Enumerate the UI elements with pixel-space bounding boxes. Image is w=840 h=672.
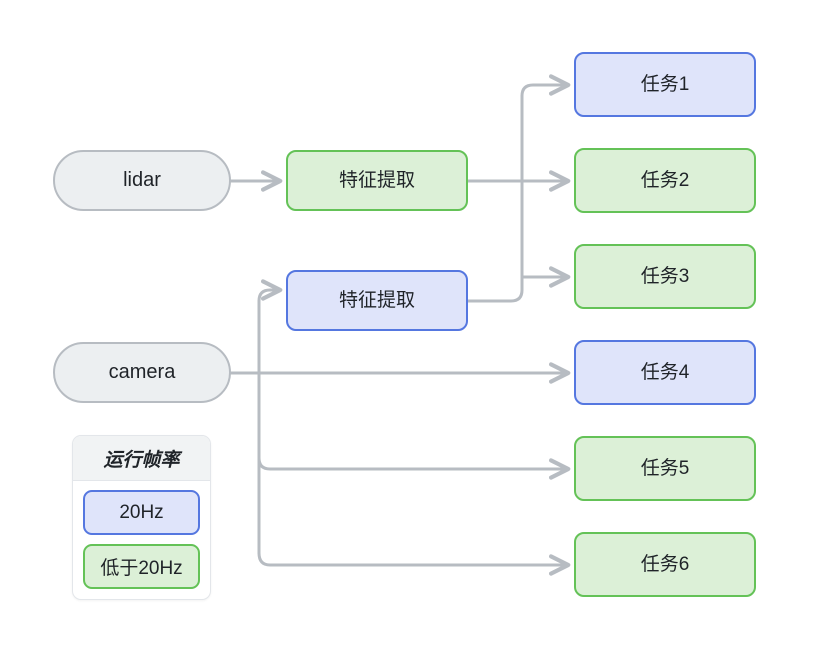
edge-feat-lidar-to-task1 bbox=[520, 74, 571, 98]
process-node-feature-extraction-camera-label: 特征提取 bbox=[338, 289, 415, 311]
task-node-task4-label: 任务4 bbox=[640, 361, 690, 383]
task-node-task5-label: 任务5 bbox=[640, 457, 690, 479]
source-node-lidar[interactable]: lidar bbox=[53, 150, 231, 211]
legend-item-20hz: 20Hz bbox=[83, 490, 200, 535]
edge-camera-to-task6 bbox=[257, 551, 571, 576]
task-node-task6-label: 任务6 bbox=[640, 553, 690, 575]
task-node-task4[interactable]: 任务4 bbox=[574, 340, 756, 405]
edge-feat-camera-to-task3 bbox=[466, 275, 524, 303]
legend-panel: 运行帧率 20Hz 低于20Hz bbox=[72, 435, 211, 600]
legend-item-below-20hz-label: 低于20Hz bbox=[100, 558, 183, 579]
task-node-task1-label: 任务1 bbox=[640, 73, 690, 95]
legend-items: 20Hz 低于20Hz bbox=[73, 481, 210, 599]
task-node-task6[interactable]: 任务6 bbox=[574, 532, 756, 597]
process-node-feature-extraction-lidar-label: 特征提取 bbox=[338, 169, 415, 191]
legend-item-20hz-label: 20Hz bbox=[119, 501, 164, 523]
task-node-task5[interactable]: 任务5 bbox=[574, 436, 756, 501]
process-node-feature-extraction-lidar[interactable]: 特征提取 bbox=[286, 150, 468, 211]
edge-camera-to-task5 bbox=[257, 456, 571, 480]
task-node-task2-label: 任务2 bbox=[640, 169, 690, 191]
process-node-feature-extraction-camera[interactable]: 特征提取 bbox=[286, 270, 468, 331]
source-node-camera[interactable]: camera bbox=[53, 342, 231, 403]
task-node-task2[interactable]: 任务2 bbox=[574, 148, 756, 213]
task-node-task1[interactable]: 任务1 bbox=[574, 52, 756, 117]
task-node-task3-label: 任务3 bbox=[640, 265, 690, 287]
source-node-lidar-label: lidar bbox=[123, 169, 161, 191]
edge-camera-to-feat bbox=[257, 279, 283, 303]
legend-item-below-20hz: 低于20Hz bbox=[83, 544, 200, 589]
legend-title: 运行帧率 bbox=[73, 436, 210, 481]
task-node-task3[interactable]: 任务3 bbox=[574, 244, 756, 309]
source-node-camera-label: camera bbox=[108, 361, 176, 383]
